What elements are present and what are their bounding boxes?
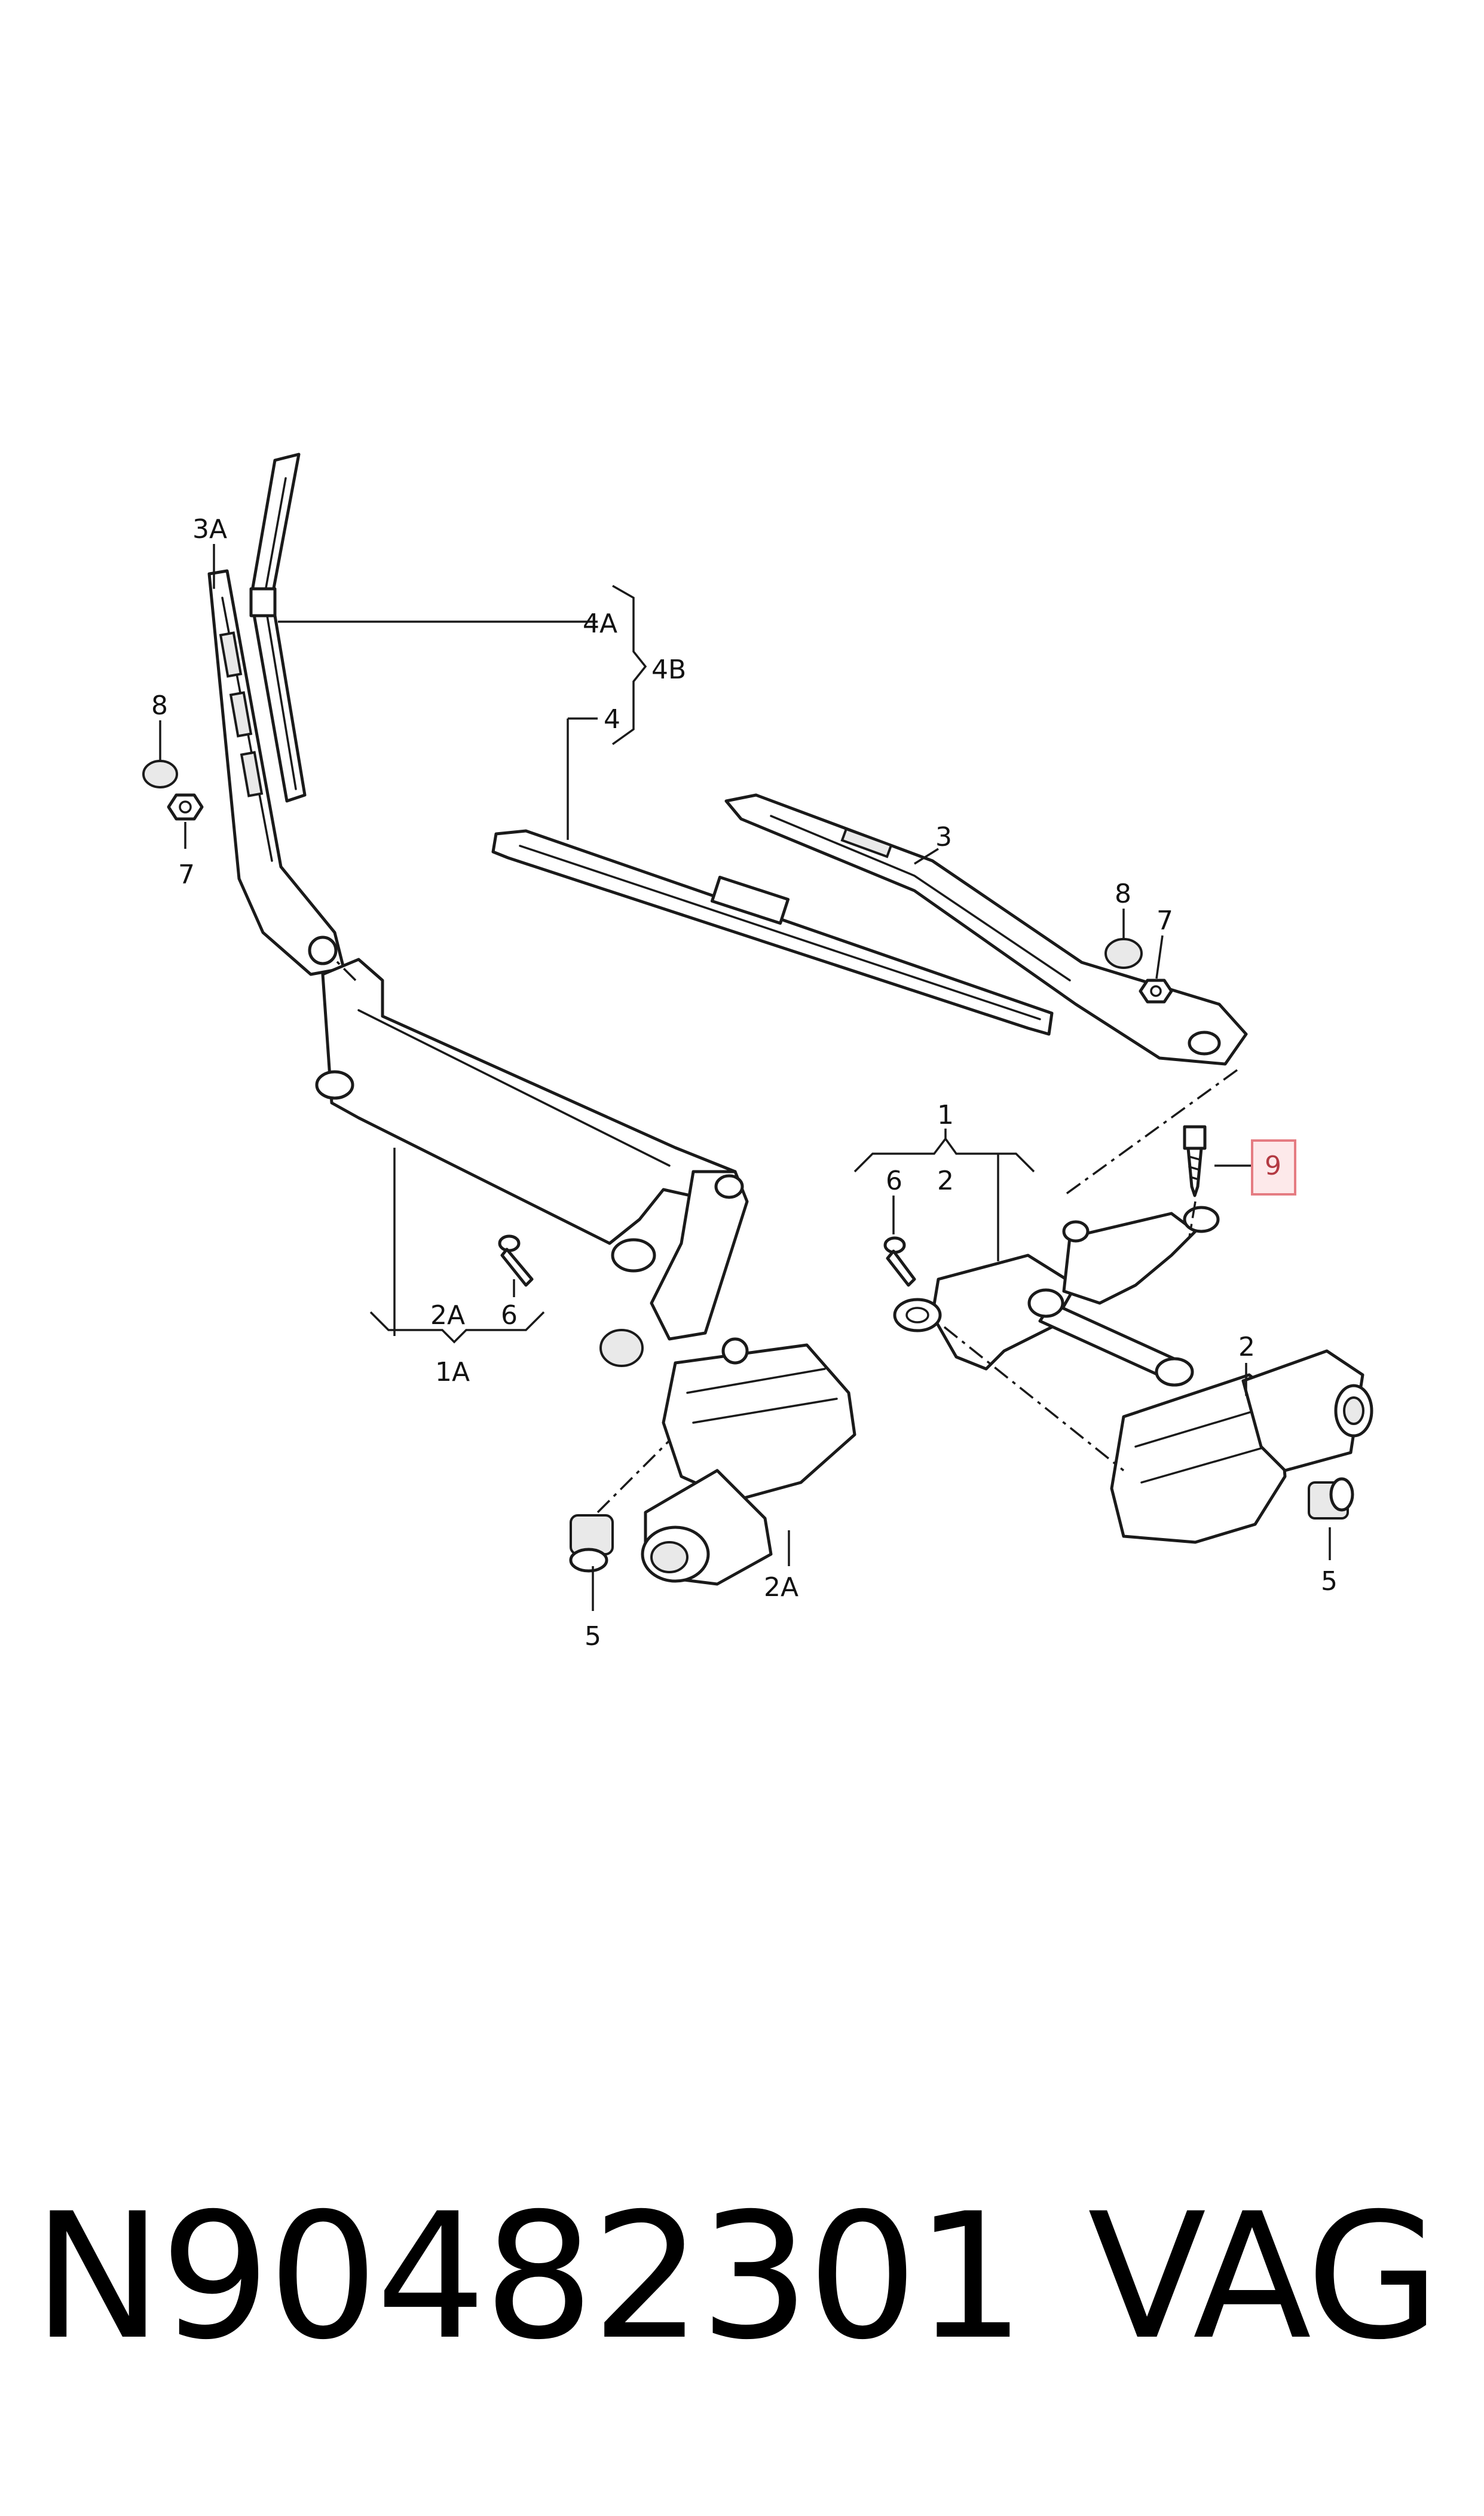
- label-4: 4: [604, 704, 620, 735]
- part-number: N90482301: [33, 2176, 1026, 2378]
- label-2-motor: 2: [1238, 1332, 1255, 1362]
- grommet-right: [1308, 1477, 1354, 1520]
- label-8-right: 8: [1115, 879, 1131, 909]
- label-4A: 4A: [583, 609, 617, 639]
- wiper-linkage-left: [315, 958, 749, 1367]
- label-9: 9: [1265, 1151, 1281, 1181]
- wiper-motor-left: [641, 1337, 856, 1586]
- highlight-box-9: [1251, 1139, 1296, 1196]
- label-5-left: 5: [585, 1621, 601, 1652]
- wiper-motor-right: [1110, 1349, 1373, 1544]
- nut-right: [1139, 979, 1173, 1004]
- label-1A: 1A: [435, 1357, 470, 1387]
- label-7-left: 7: [178, 860, 195, 890]
- cap-left: [142, 760, 178, 788]
- screw-left: [498, 1234, 534, 1287]
- assembly-line-motor-right: [943, 1326, 1125, 1472]
- nut-left: [167, 793, 204, 821]
- label-2-group: 2: [937, 1166, 954, 1196]
- assembly-line-arm: [1063, 1069, 1238, 1197]
- assembly-line-blade-left: [333, 958, 357, 982]
- label-5-right: 5: [1321, 1566, 1338, 1597]
- label-8-left: 8: [151, 690, 168, 721]
- label-2A-motor: 2A: [764, 1572, 798, 1603]
- wiper-linkage-right: [931, 1206, 1220, 1387]
- label-6-left: 6: [501, 1300, 518, 1331]
- assembly-line-bolt: [1188, 1201, 1197, 1238]
- washer-right: [893, 1298, 942, 1332]
- wiper-arm-right: [724, 793, 1248, 1066]
- cap-right: [1104, 938, 1143, 969]
- wiper-blade-left: [249, 453, 307, 803]
- label-6-right: 6: [886, 1166, 902, 1196]
- label-1: 1: [937, 1100, 954, 1130]
- label-2A-group: 2A: [430, 1300, 465, 1331]
- label-4B: 4B: [651, 655, 686, 685]
- bolt-9: [1183, 1125, 1207, 1197]
- grommet-left: [569, 1514, 614, 1573]
- label-3A: 3A: [192, 514, 227, 545]
- label-7-right: 7: [1156, 906, 1173, 936]
- assembly-line-motor-left: [596, 1439, 671, 1514]
- leader-lines: [159, 544, 1331, 1611]
- screw-right: [883, 1236, 916, 1287]
- wiper-blade-right: [491, 829, 1054, 1036]
- label-3: 3: [935, 822, 952, 852]
- brand-name: VAG: [1088, 2176, 1440, 2378]
